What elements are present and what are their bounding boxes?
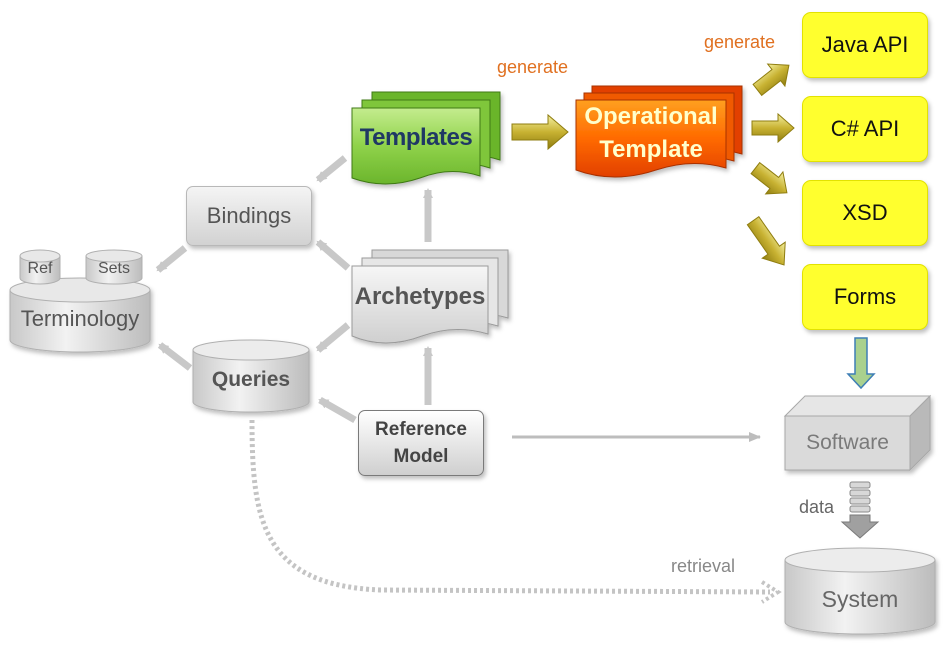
terminology-label: Terminology [20,306,140,331]
arrow-forms-to-software [846,337,876,390]
generate-label-outputs: generate [704,32,776,52]
templates-label: Templates [359,124,473,151]
operational-template-label: Operational Template [576,100,726,166]
ref-label: Ref [27,260,53,277]
software-box [783,394,932,472]
bindings-box: Bindings [186,186,312,246]
arrow-archetypes-to-bindings [315,239,351,271]
retrieval-path [249,419,771,595]
output-xsd: XSD [802,180,928,246]
software-label: Software [806,431,889,454]
gold-arrow-to-forms [746,215,786,266]
reference-model-box: Reference Model [358,410,484,476]
gold-arrow-templates-to-operational [511,113,569,151]
arrow-refmodel-to-queries [318,396,357,424]
arrow-queries-to-terminology [157,342,193,371]
data-stack-icon [840,481,880,539]
gold-arrow-to-csharp-api [751,112,795,144]
output-csharp-api: C# API [802,96,928,162]
retrieval-arrowhead [760,580,782,604]
arrow-bindings-to-terminology [155,245,188,273]
templates-document-stack [351,91,501,185]
arrow-archetypes-to-queries [315,322,351,353]
operational-template-document-stack [575,85,743,178]
output-forms: Forms [802,264,928,330]
sets-label: Sets [97,260,130,277]
output-java-api-label: Java API [821,32,909,57]
sets-cylinder [85,249,143,285]
gold-arrow-to-xsd [750,161,788,195]
data-label: data [799,497,835,517]
queries-label: Queries [211,368,291,391]
output-csharp-api-label: C# API [830,116,900,141]
reference-model-label-line2: Model [393,446,449,467]
system-label: System [821,586,899,612]
operational-template-line2: Template [599,136,703,163]
gold-arrow-to-java-api [752,63,790,97]
generate-label-templates: generate [497,57,569,77]
output-forms-label: Forms [833,284,897,309]
ref-cylinder [19,249,61,285]
output-xsd-label: XSD [842,200,888,225]
archetypes-label: Archetypes [354,283,486,310]
gray-arrows [155,155,433,424]
archetypes-document-stack [351,249,509,344]
arrow-templates-to-bindings [315,155,348,183]
operational-template-line1: Operational [584,103,718,130]
gold-arrows [511,63,795,266]
system-cylinder [784,547,936,635]
retrieval-label: retrieval [671,556,736,576]
queries-cylinder [192,339,310,413]
output-java-api: Java API [802,12,928,78]
bindings-label: Bindings [206,203,292,228]
reference-model-label-line1: Reference [375,419,467,440]
